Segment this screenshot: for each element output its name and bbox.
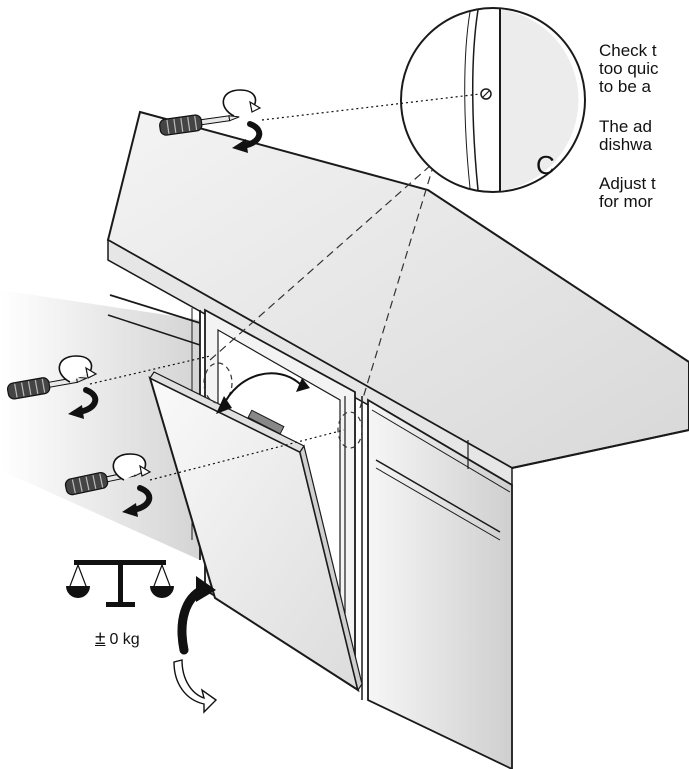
instruction-line-2: too quic — [599, 59, 659, 78]
swing-arc — [221, 372, 301, 409]
outline-arrow-icon — [173, 659, 218, 714]
right-cabinet — [367, 398, 513, 769]
instruction-line-3: to be a — [599, 77, 651, 96]
instruction-line-7: for mor — [599, 192, 653, 211]
plus-minus-symbol: ± — [95, 628, 106, 649]
weight-value: 0 kg — [109, 631, 140, 648]
hinge-marker-right — [337, 411, 363, 449]
instruction-line-4: The ad — [599, 117, 652, 136]
curved-arrow-icon — [177, 576, 216, 655]
detail-label: C — [536, 150, 555, 180]
weight-label: ±0 kg — [95, 628, 140, 650]
instruction-line-1: Check t — [599, 41, 657, 60]
instruction-line-6: Adjust t — [599, 174, 656, 193]
hinge-marker-left — [203, 362, 233, 404]
instruction-line-5: dishwa — [599, 135, 652, 154]
balance-scale-icon — [66, 560, 174, 607]
